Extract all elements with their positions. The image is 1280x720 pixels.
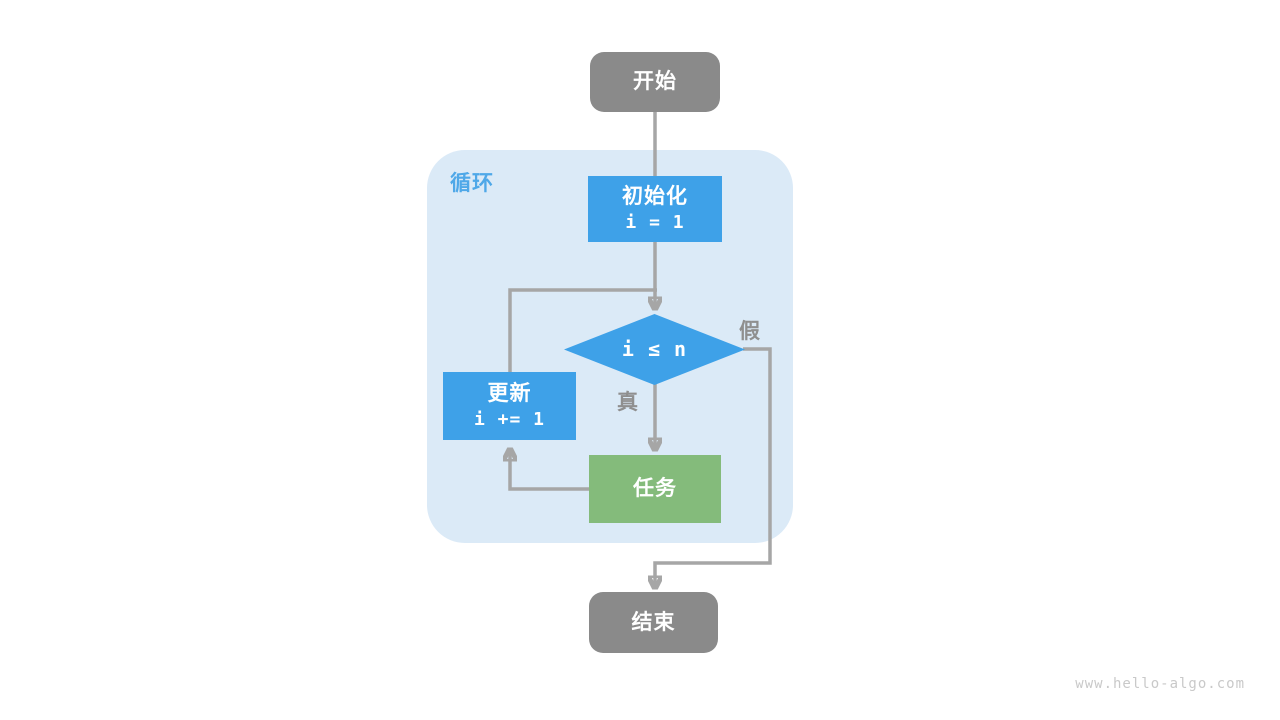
- node-initialize-code: i = 1: [625, 211, 685, 233]
- node-update: 更新 i += 1: [443, 372, 576, 440]
- node-start: 开始: [590, 52, 720, 112]
- node-start-label: 开始: [633, 70, 677, 94]
- watermark-text: www.hello-algo.com: [1075, 676, 1245, 692]
- edge-label-true: 真: [617, 391, 638, 414]
- node-update-label: 更新: [487, 382, 532, 406]
- node-initialize: 初始化 i = 1: [588, 176, 722, 242]
- node-update-code: i += 1: [473, 408, 546, 430]
- connector-update-loopback: [508, 288, 657, 374]
- connector-task-to-update: [510, 451, 589, 491]
- node-condition-label: i ≤ n: [621, 337, 688, 361]
- node-task: 任务: [589, 455, 721, 523]
- node-end-label: 结束: [631, 610, 676, 634]
- node-initialize-label: 初始化: [622, 185, 688, 209]
- node-end: 结束: [589, 592, 718, 653]
- node-task-label: 任务: [633, 477, 677, 501]
- connector-condition-false-to-end: [655, 347, 772, 586]
- loop-label: 循环: [450, 172, 494, 195]
- edge-label-false: 假: [739, 320, 760, 343]
